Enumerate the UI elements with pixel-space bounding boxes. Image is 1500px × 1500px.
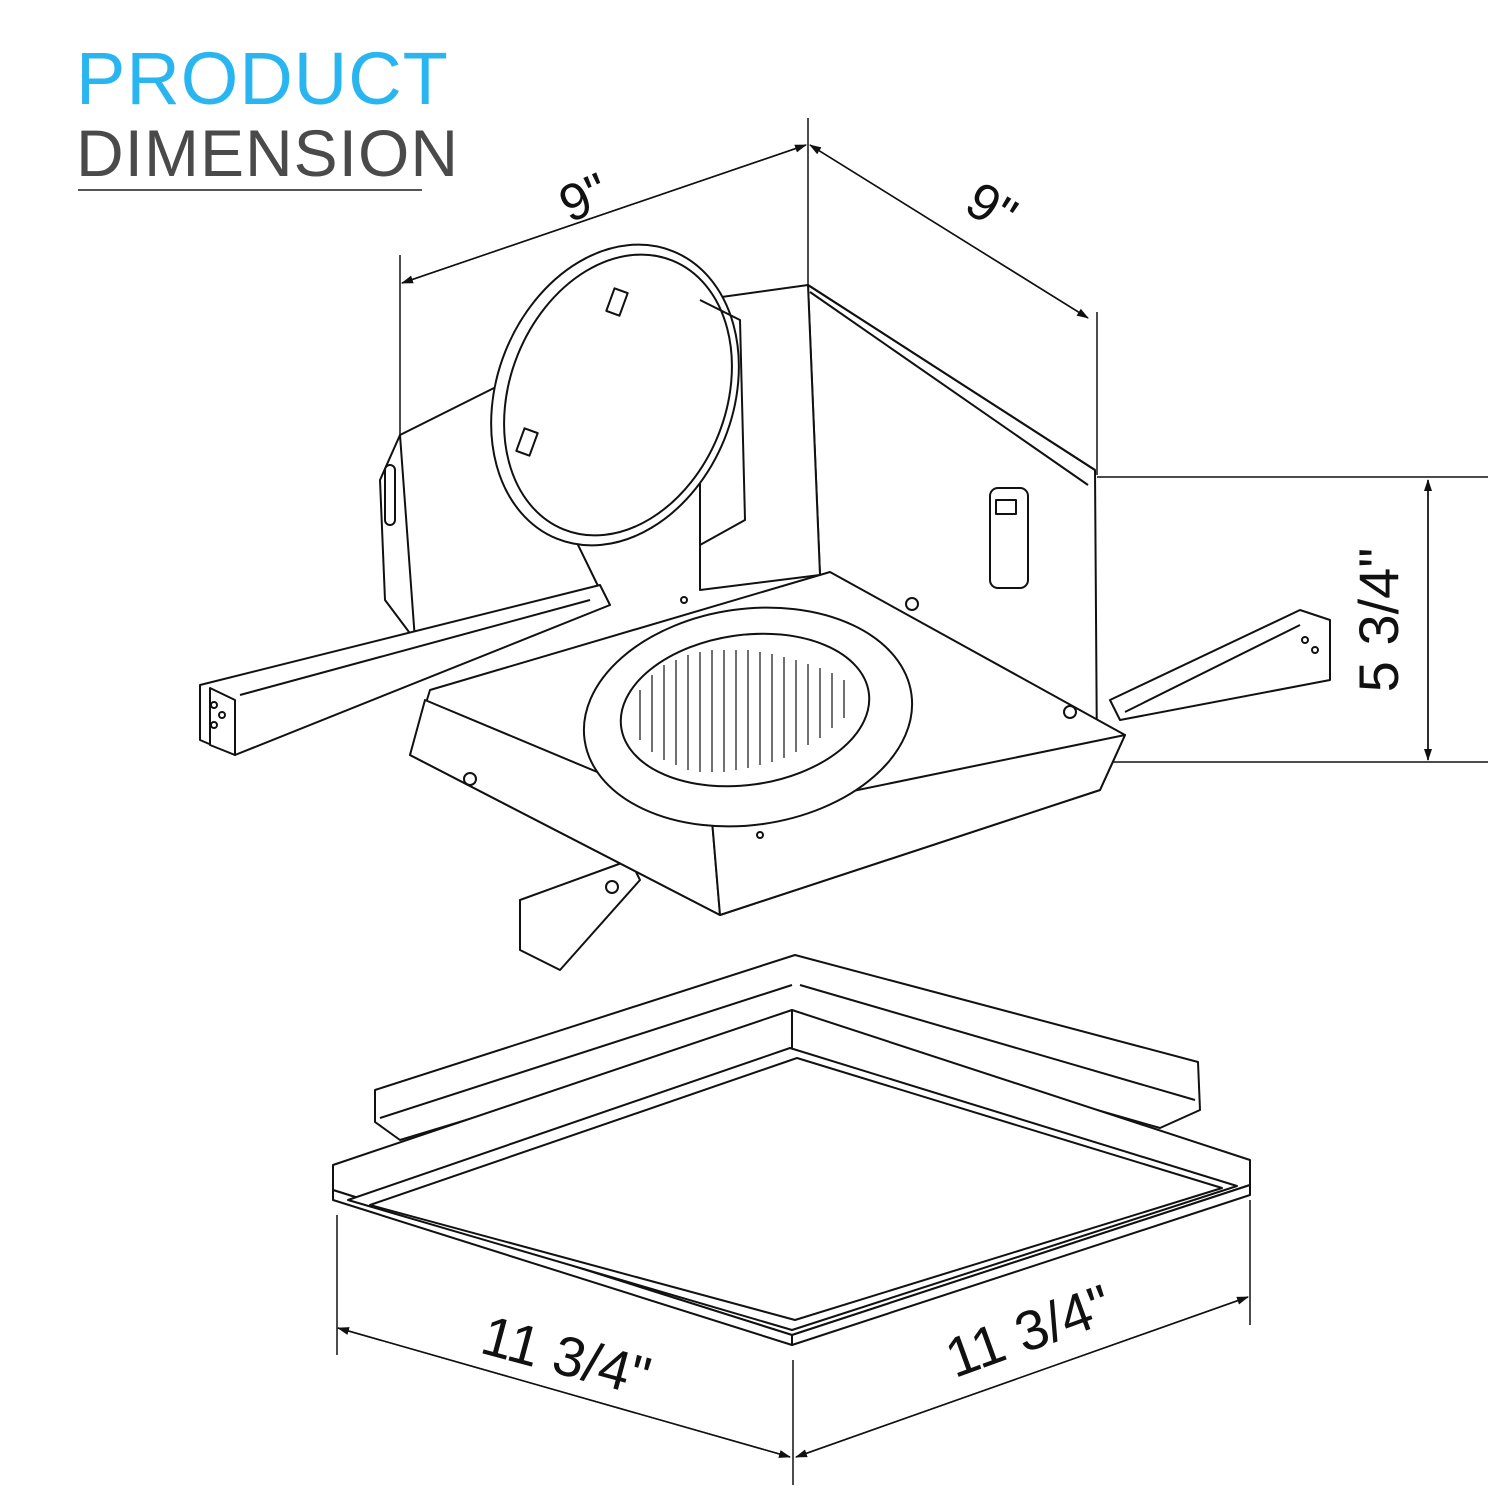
title-underline [78, 189, 422, 191]
housing-dimensions [399, 118, 1488, 763]
housing-width-label: 9" [551, 162, 618, 234]
page-title: PRODUCT DIMENSION [76, 37, 460, 190]
title-dimension: DIMENSION [76, 116, 460, 190]
housing-height-label: 5 3/4" [1347, 548, 1410, 692]
grille-dimensions [336, 1200, 1251, 1485]
blower-wheel [639, 650, 845, 772]
fan-housing-body [199, 243, 1331, 971]
housing-depth-label: 9" [956, 171, 1027, 245]
grille-cover [332, 954, 1251, 1346]
title-product: PRODUCT [76, 37, 449, 120]
